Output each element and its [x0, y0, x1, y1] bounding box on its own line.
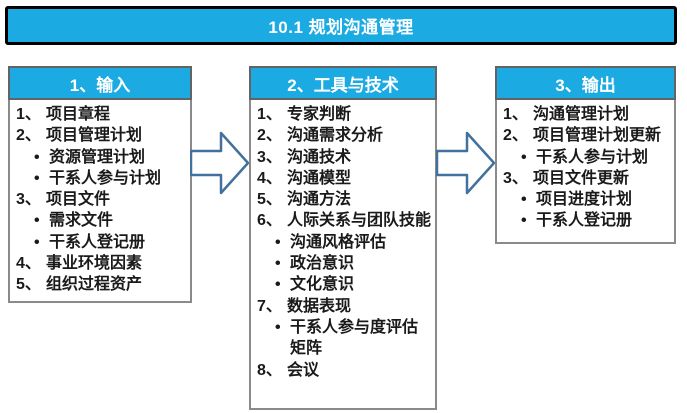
item-label: 数据表现	[287, 297, 352, 315]
item-label: 沟通技术	[287, 148, 352, 166]
list-item: • 政治意识	[255, 253, 433, 274]
item-number: 2、	[257, 127, 282, 145]
item-label: 沟通方法	[287, 191, 352, 209]
list-item: • 项目进度计划	[501, 189, 672, 210]
list-item: • 沟通风格评估	[255, 232, 433, 253]
list-item: 1、专家判断	[255, 104, 433, 125]
bullet-icon: •	[275, 318, 281, 336]
list-item: • 文化意识	[255, 274, 433, 295]
item-number: 1、	[16, 106, 41, 123]
list-item: 4、事业环境因素	[14, 253, 188, 274]
item-label: 文化意识	[290, 276, 355, 294]
list-item: 1、项目章程	[14, 104, 188, 125]
list-item: 7、数据表现	[255, 296, 433, 317]
list-item: 2、沟通需求分析	[255, 125, 433, 146]
list-item: • 干系人参与度评估矩阵	[255, 317, 433, 360]
list-item: • 需求文件	[14, 210, 188, 231]
bullet-icon: •	[275, 255, 281, 273]
tools-techniques-column-header-label: 2、工具与技术	[287, 75, 399, 95]
item-number: 5、	[257, 191, 282, 209]
item-number: 2、	[16, 127, 41, 145]
item-label: 项目管理计划	[46, 127, 143, 145]
bullet-icon: •	[34, 169, 40, 187]
item-label: 沟通模型	[287, 169, 352, 187]
item-number: 3、	[257, 148, 282, 166]
bullet-icon: •	[34, 212, 40, 230]
item-number: 4、	[16, 255, 41, 273]
item-label: 专家判断	[287, 106, 352, 123]
item-label: 干系人登记册	[536, 212, 633, 230]
item-label: 干系人登记册	[49, 233, 146, 251]
item-number: 3、	[503, 169, 528, 187]
item-number: 2、	[503, 127, 528, 145]
item-number: 3、	[16, 191, 41, 209]
item-label: 沟通风格评估	[290, 233, 387, 251]
item-label: 项目文件更新	[533, 169, 630, 187]
list-item: 3、项目文件更新	[501, 168, 672, 189]
bullet-icon: •	[521, 148, 527, 166]
item-label: 沟通需求分析	[287, 127, 384, 145]
list-item: • 资源管理计划	[14, 147, 188, 168]
diagram-title: 10.1 规划沟通管理	[268, 18, 414, 37]
item-label: 需求文件	[49, 212, 114, 230]
item-number: 5、	[16, 276, 41, 294]
list-item: 1、沟通管理计划	[501, 104, 672, 125]
item-label: 组织过程资产	[46, 276, 143, 294]
item-number: 1、	[257, 106, 282, 123]
item-label: 干系人参与度评估矩阵	[290, 318, 419, 358]
list-item: 4、沟通模型	[255, 168, 433, 189]
item-label: 项目进度计划	[536, 191, 633, 209]
item-label: 干系人参与计划	[49, 169, 162, 187]
bullet-icon: •	[275, 233, 281, 251]
item-number: 6、	[257, 212, 282, 230]
list-item: 2、项目管理计划	[14, 125, 188, 146]
item-label: 资源管理计划	[49, 148, 146, 166]
input-column-header-label: 1、输入	[69, 75, 131, 95]
bullet-icon: •	[521, 212, 527, 230]
item-label: 项目文件	[46, 191, 111, 209]
bullet-icon: •	[275, 276, 281, 294]
item-number: 7、	[257, 297, 282, 315]
item-label: 人际关系与团队技能	[287, 212, 432, 230]
list-item: 2、项目管理计划更新	[501, 125, 672, 146]
bullet-icon: •	[34, 148, 40, 166]
item-number: 1、	[503, 106, 528, 123]
list-item: 3、项目文件	[14, 189, 188, 210]
tools-techniques-column-header: 2、工具与技术	[249, 66, 437, 100]
output-column-header-label: 3、输出	[555, 75, 616, 95]
list-item: • 干系人登记册	[501, 210, 672, 231]
bullet-icon: •	[34, 233, 40, 251]
list-item: 6、人际关系与团队技能	[255, 210, 433, 231]
list-item: • 干系人参与计划	[14, 168, 188, 189]
item-label: 会议	[287, 361, 320, 379]
list-item: 8、会议	[255, 360, 433, 381]
list-item: 5、组织过程资产	[14, 274, 188, 295]
list-item: 3、沟通技术	[255, 147, 433, 168]
item-label: 干系人参与计划	[536, 148, 649, 166]
right-arrow-icon	[190, 131, 250, 195]
bullet-icon: •	[521, 191, 527, 209]
list-item: • 干系人参与计划	[501, 147, 672, 168]
item-number: 4、	[257, 169, 282, 187]
output-column-header: 3、输出	[495, 66, 676, 100]
list-item: • 干系人登记册	[14, 232, 188, 253]
right-arrow-icon	[436, 131, 496, 195]
item-label: 沟通管理计划	[533, 106, 630, 123]
input-column-header: 1、输入	[8, 66, 192, 100]
diagram-title-bar: 10.1 规划沟通管理	[5, 6, 677, 45]
list-item: 5、沟通方法	[255, 189, 433, 210]
item-label: 项目章程	[46, 106, 111, 123]
item-label: 政治意识	[290, 255, 355, 273]
item-number: 8、	[257, 361, 282, 379]
item-label: 项目管理计划更新	[533, 127, 662, 145]
item-label: 事业环境因素	[46, 255, 143, 273]
